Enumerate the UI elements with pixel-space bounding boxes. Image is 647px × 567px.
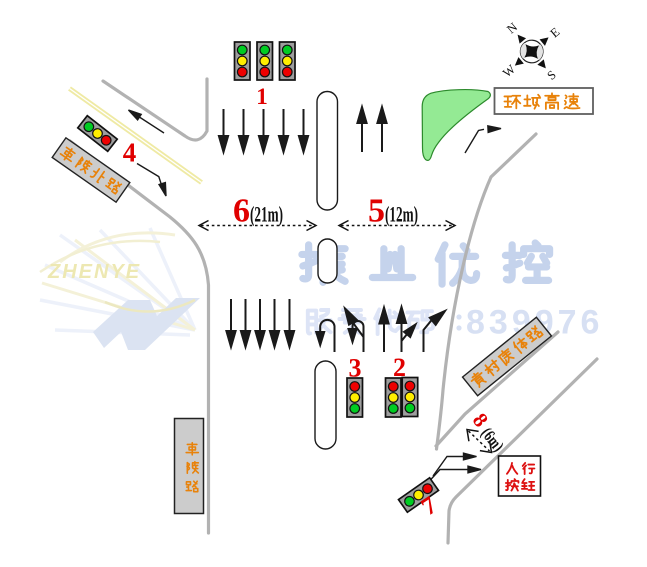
svg-text:2: 2 [393, 353, 406, 382]
svg-text:5: 5 [368, 193, 385, 230]
svg-text:N: N [504, 20, 520, 37]
svg-text:S: S [544, 68, 558, 83]
svg-text:6: 6 [233, 193, 250, 230]
svg-text:1: 1 [256, 84, 268, 109]
svg-text:4: 4 [123, 138, 137, 168]
svg-text:ZHENYE: ZHENYE [47, 261, 141, 283]
svg-text:7: 7 [417, 492, 442, 521]
svg-text:E: E [548, 25, 563, 41]
svg-text:3: 3 [349, 354, 362, 383]
svg-text:(21m): (21m) [250, 202, 283, 227]
svg-text:(12m): (12m) [385, 202, 418, 227]
